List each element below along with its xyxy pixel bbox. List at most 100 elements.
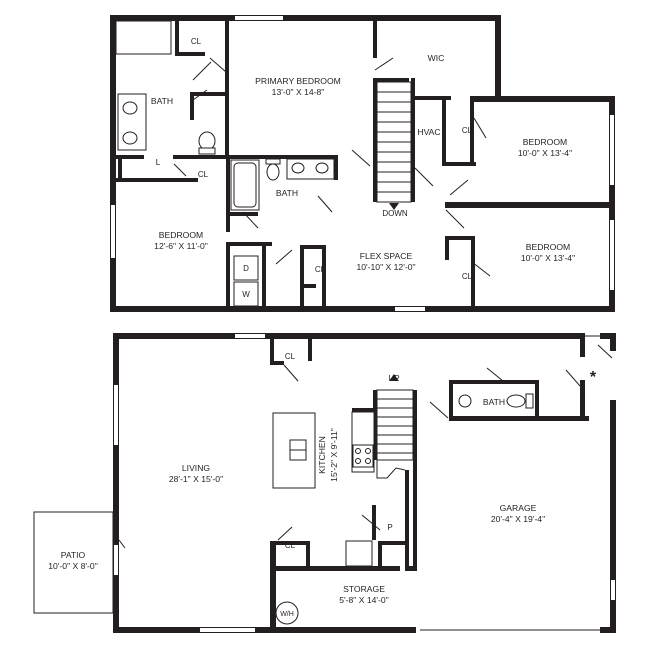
lower-wall — [413, 390, 417, 570]
stair-upper — [373, 81, 415, 210]
upper-wall — [116, 155, 144, 159]
upper-wall — [226, 155, 230, 212]
sink — [315, 162, 329, 174]
lower-wall — [610, 333, 616, 351]
upper-wall — [411, 78, 415, 146]
upper-wall — [470, 98, 474, 166]
room-dims-kitchen: 15'-2" X 9'-11" — [329, 428, 339, 482]
room-name-linen: L — [156, 158, 161, 167]
upper-floor: PRIMARY BEDROOM 13'-0" X 14-8" WIC CL BA… — [110, 15, 615, 312]
room-name-cl-hall: CL — [198, 170, 209, 179]
lower-wall — [449, 416, 589, 421]
room-dims-bedroom-se: 10'-0" X 13'-4" — [521, 253, 575, 263]
room-name-living: LIVING — [182, 463, 210, 473]
label-stair-up: UP — [388, 374, 399, 383]
toilet-tank — [265, 158, 281, 165]
room-name-cl-flex: CL — [315, 265, 326, 274]
lower-wall — [270, 627, 415, 633]
room-name-hvac: HVAC — [417, 127, 440, 137]
room-name-bedroom-w: BEDROOM — [159, 230, 203, 240]
upper-wall — [322, 245, 326, 310]
label-dryer: D — [243, 264, 249, 273]
room-name-wic: WIC — [428, 53, 445, 63]
toilet — [266, 163, 280, 181]
upper-wall — [373, 78, 409, 82]
lower-wall — [352, 408, 373, 412]
room-name-cl-bed3: CL — [462, 272, 473, 281]
room-name-cl-living: CL — [285, 352, 296, 361]
lower-wall — [449, 380, 453, 420]
room-name-bath-hall: BATH — [276, 188, 298, 198]
upper-wall — [173, 155, 230, 159]
lower-wall — [449, 380, 539, 384]
stair-lower — [376, 374, 414, 479]
room-dims-garage: 20'-4" X 19'-4" — [491, 514, 545, 524]
upper-wall — [118, 155, 122, 180]
room-name-flex-space: FLEX SPACE — [360, 251, 413, 261]
upper-wall — [470, 96, 615, 102]
room-dims-living: 28'-1" X 15'-0" — [169, 474, 223, 484]
washer — [233, 281, 259, 307]
lower-wall — [372, 505, 376, 540]
lower-wall — [378, 541, 408, 545]
upper-wall — [445, 202, 615, 208]
upper-wall — [225, 18, 229, 158]
upper-wall — [262, 242, 266, 310]
lower-wall — [270, 361, 284, 365]
dryer — [233, 255, 259, 281]
upper-wall — [300, 245, 304, 310]
upper-wall — [471, 236, 475, 308]
upper-wall — [175, 52, 205, 56]
upper-wall — [230, 155, 338, 159]
patio-door — [118, 539, 126, 549]
upper-wall — [226, 242, 230, 310]
lower-wall — [405, 470, 409, 570]
upper-wall — [445, 236, 449, 260]
room-name-storage: STORAGE — [343, 584, 385, 594]
toilet-tank — [198, 147, 216, 155]
upper-wall — [495, 15, 501, 100]
water-heater — [275, 601, 299, 625]
lower-wall — [600, 333, 616, 339]
refrigerator — [345, 540, 373, 567]
lower-wall — [270, 543, 276, 633]
toilet — [198, 131, 216, 151]
room-name-pantry: P — [387, 523, 392, 532]
room-name-garage: GARAGE — [500, 503, 537, 513]
upper-wall — [226, 212, 258, 216]
lower-wall — [580, 339, 585, 357]
upper-wall — [445, 236, 475, 240]
asterisk-marker: * — [590, 369, 597, 386]
patio-outline — [33, 511, 114, 614]
sink — [458, 394, 472, 408]
doors-upper — [173, 57, 491, 277]
lower-wall — [405, 566, 417, 571]
room-dims-bedroom-w: 12'-6" X 11'-0" — [154, 241, 208, 251]
sink — [122, 101, 138, 115]
upper-wall — [190, 92, 194, 120]
room-name-kitchen: KITCHEN — [317, 436, 327, 474]
lower-wall — [270, 541, 310, 545]
room-name-bedroom-ne: BEDROOM — [523, 137, 567, 147]
room-name-patio: PATIO — [61, 550, 86, 560]
upper-wall — [190, 92, 229, 96]
lower-wall — [306, 541, 310, 566]
upper-wall — [300, 284, 316, 288]
room-name-cl-bed2: CL — [462, 126, 473, 135]
doors-lower — [277, 364, 581, 541]
bathtub-inner — [233, 162, 257, 208]
shower — [115, 20, 172, 55]
lower-wall — [600, 627, 616, 633]
lower-wall — [410, 627, 416, 633]
room-name-bath-lower: BATH — [483, 397, 505, 407]
range — [352, 444, 374, 468]
room-name-primary-bedroom: PRIMARY BEDROOM — [255, 76, 341, 86]
upper-wall — [110, 15, 501, 21]
toilet — [506, 394, 526, 408]
lower-wall — [270, 566, 400, 571]
room-dims-bedroom-ne: 10'-0" X 13'-4" — [518, 148, 572, 158]
lower-wall — [580, 380, 585, 421]
room-dims-patio: 10'-0" X 8'-0" — [48, 561, 98, 571]
upper-wall — [442, 98, 446, 166]
